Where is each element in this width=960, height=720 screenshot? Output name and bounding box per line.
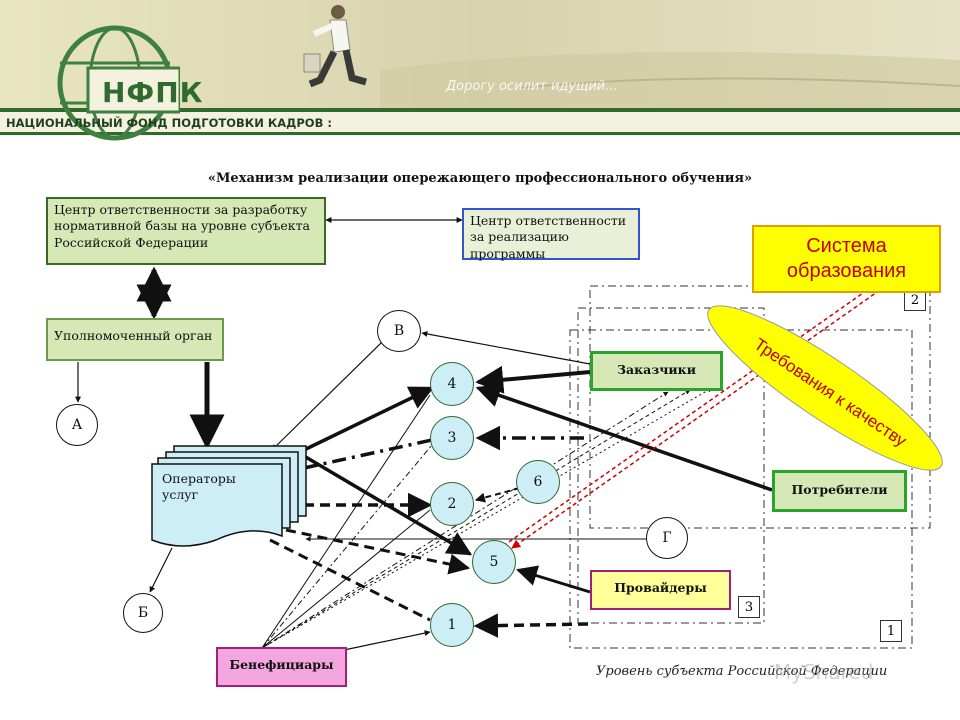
providers-box: Провайдеры <box>590 570 731 610</box>
slogan-text: Дорогу осилит идущий... <box>446 79 618 94</box>
logo-text: НФПК <box>102 76 204 109</box>
circle-3: 3 <box>430 416 474 460</box>
circle-6: 6 <box>516 460 560 504</box>
fund-name-text: НАЦИОНАЛЬНЫЙ ФОНД ПОДГОТОВКИ КАДРОВ : <box>6 116 332 130</box>
center-norm-box: Центр ответственности за разработку норм… <box>46 197 326 265</box>
center-program-box: Центр ответственности за реализацию прог… <box>462 208 640 261</box>
circle-b: Б <box>123 593 163 633</box>
circle-1: 1 <box>430 603 474 647</box>
beneficiaries-box: Бенефициары <box>216 647 347 687</box>
running-man-icon <box>303 5 367 88</box>
circle-g: Г <box>646 517 688 559</box>
zone-number-1: 1 <box>880 620 902 642</box>
quality-requirements-label: Требования к качеству <box>750 334 910 451</box>
diagram-title: «Механизм реализации опережающего профес… <box>207 171 753 186</box>
customers-box: Заказчики <box>590 351 723 391</box>
circle-4: 4 <box>430 362 474 406</box>
operators-label: Операторы услуг <box>162 471 236 503</box>
level-caption: Уровень субъекта Российской Федерации <box>596 664 888 679</box>
operators-document-icon <box>151 445 307 547</box>
education-system-line2: образования <box>786 260 907 282</box>
education-system-line1: Система <box>806 235 887 257</box>
header-banner: НФПК Дорогу осилит идущий... НАЦИОНАЛЬНЫ… <box>0 0 960 158</box>
consumers-box: Потребители <box>772 470 907 512</box>
circle-a: А <box>56 404 98 446</box>
circle-2: 2 <box>430 482 474 526</box>
zone-number-3: 3 <box>738 596 760 618</box>
circle-5: 5 <box>472 540 516 584</box>
watermark-text: MyShared <box>774 660 874 684</box>
authorized-body-box: Уполномоченный орган <box>46 318 224 361</box>
globe-logo-icon <box>57 25 180 141</box>
education-system-callout: Система образования <box>752 225 941 293</box>
circle-v: В <box>377 310 421 352</box>
